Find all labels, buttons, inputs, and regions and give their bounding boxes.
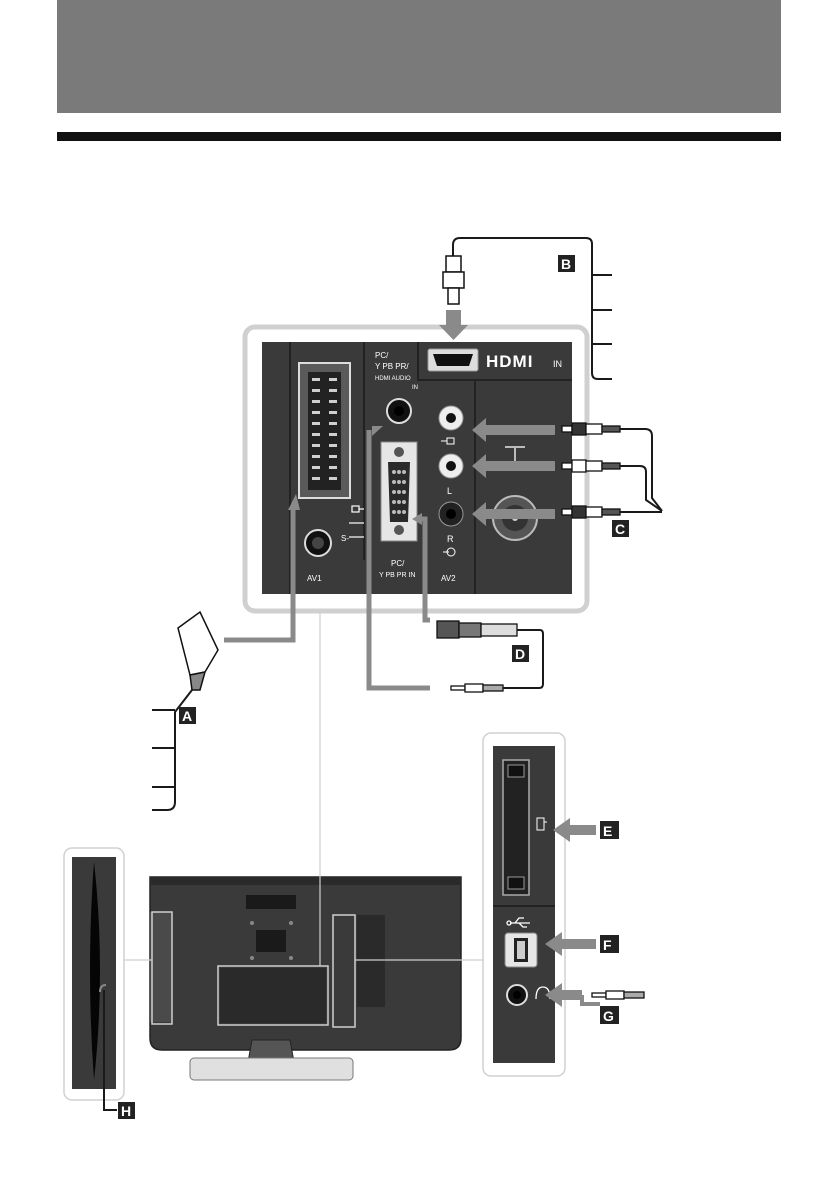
vga-arrow-icon xyxy=(412,513,422,525)
headphone-arrow-icon xyxy=(545,983,582,1007)
s-video-port[interactable] xyxy=(304,529,332,557)
pc-audio-label-1: PC/ xyxy=(375,351,389,360)
pc-in-label-1: PC/ xyxy=(391,559,405,568)
callout-f: F xyxy=(603,937,612,953)
audio-l-label: L xyxy=(447,486,452,496)
callout-h: H xyxy=(121,1103,131,1119)
hdmi-logo: HDMI xyxy=(486,352,533,371)
audio-mini-plug xyxy=(450,683,504,693)
scart-plug xyxy=(177,610,219,691)
av2-label: AV2 xyxy=(441,574,456,583)
callout-f-box xyxy=(600,935,619,953)
pc-cable-lines xyxy=(366,430,430,691)
leader-lines xyxy=(124,611,483,966)
av2-video-port[interactable] xyxy=(438,405,464,431)
callout-d: D xyxy=(515,646,525,662)
callout-b-box xyxy=(558,255,575,272)
disc-slot[interactable] xyxy=(90,862,100,1080)
tv-rear-view xyxy=(149,876,462,1081)
av2-arrows xyxy=(472,418,555,526)
av1-input-icons xyxy=(349,505,364,538)
callout-h-box xyxy=(118,1102,135,1119)
header-band xyxy=(57,0,781,113)
usb-icon xyxy=(506,917,530,928)
callout-e: E xyxy=(603,823,612,839)
scart-arrow-line xyxy=(224,505,296,643)
callout-b: B xyxy=(561,256,571,272)
header-rule xyxy=(57,132,781,141)
hdmi-cable xyxy=(452,237,612,380)
av2-audio-in-icon xyxy=(443,547,456,557)
disc-slot-leader xyxy=(103,990,117,1111)
pc-audio-label-2: Y PB PR/ xyxy=(375,362,409,371)
headphone-port[interactable] xyxy=(506,984,528,1006)
callout-a-box xyxy=(179,707,196,724)
pc-audio-label-4: IN xyxy=(412,385,418,391)
av2-video-icon xyxy=(441,437,455,445)
hdmi-port[interactable] xyxy=(427,348,479,372)
pc-audio-port[interactable] xyxy=(386,398,412,424)
pc-cable xyxy=(503,629,544,689)
scart-cable xyxy=(152,689,193,811)
card-arrow-icon xyxy=(553,818,596,842)
headphone-plug xyxy=(591,990,645,1000)
scart-av1-port[interactable] xyxy=(298,362,351,499)
vga-plug xyxy=(436,620,518,639)
disc-slot-arrow-icon xyxy=(99,984,107,993)
av1-label: AV1 xyxy=(307,574,322,583)
usb-arrow-icon xyxy=(545,932,596,956)
callout-c-box xyxy=(612,520,629,537)
av2-audio-r-port[interactable] xyxy=(438,501,464,527)
callout-g: G xyxy=(603,1008,614,1024)
card-slot[interactable] xyxy=(502,759,530,896)
callout-e-box xyxy=(600,821,619,839)
rca-cable xyxy=(620,428,663,513)
audio-arrow-icon xyxy=(372,426,383,436)
audio-r-label: R xyxy=(447,534,454,544)
pc-audio-label-3: HDMI AUDIO xyxy=(375,376,411,382)
tv-highlight-boxes xyxy=(151,911,356,1028)
callout-a: A xyxy=(182,708,192,724)
hdmi-arrow-icon xyxy=(439,310,468,340)
av2-audio-l-port[interactable] xyxy=(438,453,464,479)
s-video-label: S- xyxy=(341,534,349,543)
card-slot-icon xyxy=(536,817,547,831)
pc-in-label-2: Y PB PR IN xyxy=(379,572,415,579)
hdmi-in-label: IN xyxy=(553,359,562,369)
callout-g-box xyxy=(600,1006,619,1024)
usb-port[interactable] xyxy=(504,932,538,968)
scart-arrow-icon xyxy=(288,494,300,510)
hdmi-plug xyxy=(442,255,465,305)
pc-vga-port[interactable] xyxy=(380,441,418,542)
callout-c: C xyxy=(615,521,625,537)
callout-d-box xyxy=(512,645,529,662)
